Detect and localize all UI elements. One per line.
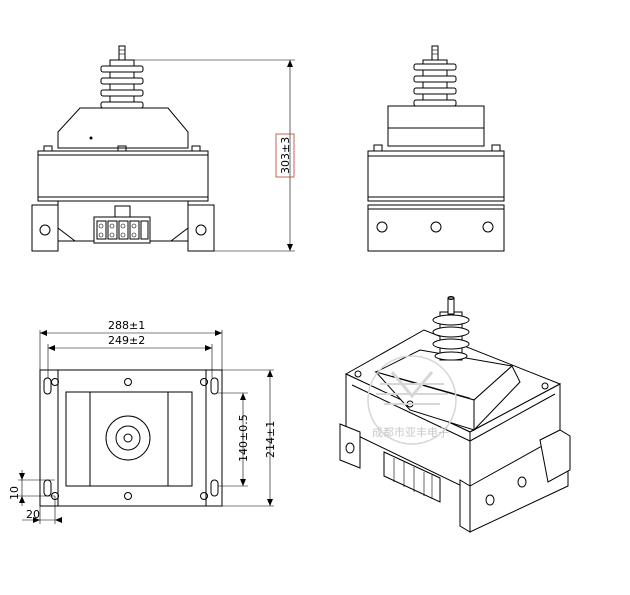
front-terminal-block [93,205,151,244]
edge-offset-label: 20 [26,508,40,521]
top-insulator-outer [105,415,151,461]
mount-spacing-dimension: 140±0.5 [218,392,250,487]
side-main-body [367,150,505,202]
overall-depth-label: 214±1 [264,421,277,458]
iso-left-foot [339,423,361,469]
top-terminal [123,433,133,443]
outer-width-dimension: 288±1 [39,319,223,370]
top-inner-housing [65,391,193,487]
front-insulator [100,59,144,109]
inner-width-dimension: 249±2 [47,334,213,378]
front-main-body [37,150,209,202]
overall-depth-dimension: 214±1 [222,369,277,507]
company-watermark: 成都市亚丰电子 [367,355,457,445]
height-dimension: 303±3 [128,59,295,252]
outer-width-label: 288±1 [108,319,145,332]
side-base-plate [367,204,505,252]
watermark-company-name: 成都市亚丰电子 [372,425,449,439]
height-dimension-label: 303±3 [279,137,292,174]
mount-spacing-label: 140±0.5 [237,414,250,462]
front-top-housing [57,107,189,149]
front-terminal-stud [118,45,126,61]
edge-offset-dimension: 20 [22,496,62,524]
side-view [367,45,505,252]
side-terminal-stud [431,45,439,61]
inner-width-label: 249±2 [108,334,145,347]
front-view: 303±3 [31,45,295,252]
iso-terminal-block [383,451,441,503]
iso-insulator [432,296,470,361]
isometric-view: 成都市亚丰电子 [339,296,571,533]
side-top-housing [387,105,485,147]
front-right-foot [187,204,215,252]
front-left-foot [31,204,59,252]
watermark-logo-icon [367,355,457,445]
hole-dimension: 10 [8,470,55,506]
hole-dimension-label: 10 [8,486,21,500]
side-insulator [413,59,457,107]
iso-terminal-stud [447,297,455,315]
top-view: 288±1 249±2 140±0.5 214±1 [8,319,277,524]
